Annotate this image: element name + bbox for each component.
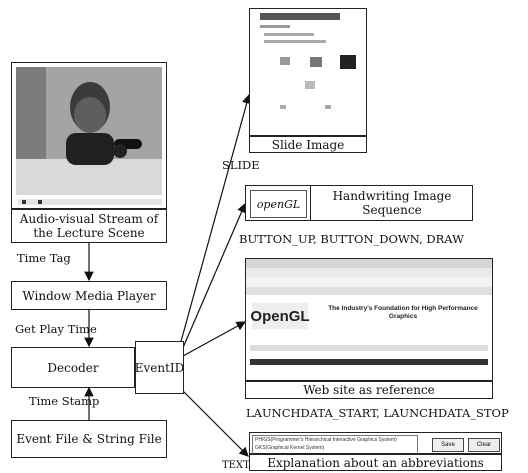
handwriting-sample: openGL bbox=[250, 190, 307, 218]
arrow-to-slide bbox=[179, 93, 252, 346]
time-tag-label: Time Tag bbox=[17, 251, 71, 265]
time-stamp-label: Time Stamp bbox=[29, 394, 100, 408]
media-player-text: Window Media Player bbox=[22, 288, 156, 303]
video-caption-text: Audio-visual Stream of the Lecture Scene bbox=[19, 212, 159, 240]
handwriting-caption-text: Handwriting Image Sequence bbox=[332, 189, 452, 217]
handwriting-events-label: BUTTON_UP, BUTTON_DOWN, DRAW bbox=[239, 232, 464, 246]
arrow-to-website bbox=[182, 321, 247, 357]
abbreviation-panel: PHIGS(Programmer's Hierarchical Interact… bbox=[249, 432, 502, 455]
website-events-label: LAUNCHDATA_START, LAUNCHDATA_STOP bbox=[246, 406, 509, 420]
abbreviation-caption-text: Explanation about an abbreviations bbox=[267, 455, 484, 470]
arrow-to-handwriting bbox=[181, 202, 247, 351]
slide-caption-text: Slide Image bbox=[271, 137, 345, 152]
abbreviation-line-1: PHIGS(Programmer's Hierarchical Interact… bbox=[255, 437, 397, 443]
slide-thumbnail bbox=[249, 8, 367, 136]
video-controls-bar[interactable] bbox=[18, 199, 162, 205]
event-file-box: Event File & String File bbox=[11, 420, 167, 458]
event-file-text: Event File & String File bbox=[16, 432, 162, 446]
handwriting-caption: Handwriting Image Sequence bbox=[310, 186, 473, 220]
decoder-box: Decoder bbox=[11, 347, 135, 388]
website-caption-text: Web site as reference bbox=[303, 383, 435, 397]
lecture-video-frame bbox=[11, 62, 167, 209]
video-caption: Audio-visual Stream of the Lecture Scene bbox=[11, 209, 167, 243]
clear-button[interactable]: Clear bbox=[468, 438, 500, 452]
handwriting-panel: openGL Handwriting Image Sequence bbox=[245, 185, 473, 221]
video-picture bbox=[16, 67, 162, 195]
save-button[interactable]: Save bbox=[432, 438, 464, 452]
website-tagline: The Industry's Foundation for High Perfo… bbox=[328, 305, 478, 320]
text-event-label: TEXT bbox=[222, 460, 250, 471]
media-player-box: Window Media Player bbox=[11, 281, 167, 310]
get-play-time-label: Get Play Time bbox=[15, 322, 97, 336]
arrow-to-abbreviation bbox=[179, 387, 249, 457]
website-caption: Web site as reference bbox=[245, 381, 493, 399]
slide-caption: Slide Image bbox=[249, 136, 367, 153]
event-id-box: EventID bbox=[135, 341, 184, 394]
abbreviation-line-2: GKS(Graphical Kernel System) bbox=[255, 445, 325, 451]
website-logo: OpenGL bbox=[250, 303, 310, 329]
decoder-text: Decoder bbox=[47, 360, 99, 375]
slide-event-label: SLIDE bbox=[222, 158, 260, 172]
abbreviation-caption: Explanation about an abbreviations bbox=[249, 454, 502, 471]
website-screenshot: OpenGL The Industry's Foundation for Hig… bbox=[245, 258, 493, 381]
event-id-text: EventID bbox=[134, 360, 185, 375]
abbreviation-text-box: PHIGS(Programmer's Hierarchical Interact… bbox=[252, 435, 418, 455]
